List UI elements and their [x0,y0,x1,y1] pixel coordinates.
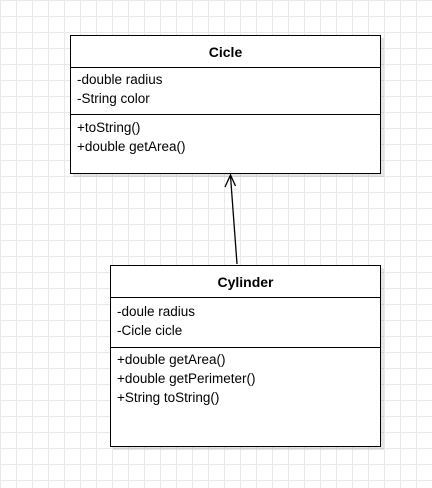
class-cicle-attributes: -double radius -String color [71,68,380,115]
class-cicle-operations: +toString() +double getArea() [71,115,380,156]
attribute: -Cicle cicle [117,323,183,338]
class-cicle-name: Cicle [71,36,380,68]
operation: +double getArea() [117,352,226,367]
class-cylinder-name: Cylinder [111,266,380,298]
class-cylinder[interactable]: Cylinder -doule radius -Cicle cicle +dou… [110,265,381,447]
operation: +String toString() [117,390,220,405]
class-cylinder-attributes: -doule radius -Cicle cicle [111,298,380,348]
inheritance-arrow-line [229,175,238,265]
operation: +double getArea() [77,139,186,154]
operation: +double getPerimeter() [117,371,256,386]
attribute: -doule radius [117,304,196,319]
attribute: -String color [77,91,150,106]
class-cicle[interactable]: Cicle -double radius -String color +toSt… [70,35,381,174]
attribute: -double radius [77,72,163,87]
operation: +toString() [77,120,141,135]
inheritance-arrow-head [224,173,237,188]
class-cylinder-operations: +double getArea() +double getPerimeter()… [111,348,380,407]
